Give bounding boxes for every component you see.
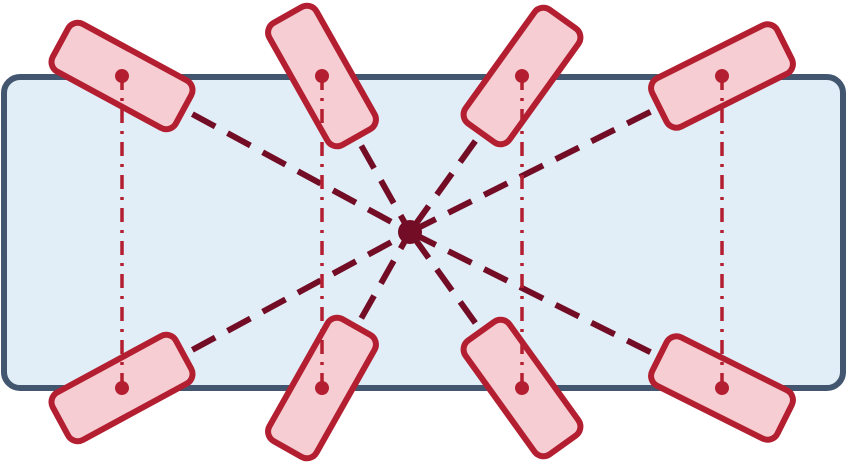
radial-line-5 (407, 74, 525, 234)
wheel-hub-point (115, 381, 129, 395)
wheel-2 (48, 331, 196, 445)
wheel-hub-point (315, 381, 329, 395)
vehicle-body (1, 74, 846, 391)
wheel-hub-point (515, 381, 529, 395)
wheel-8 (648, 333, 796, 443)
axle-lines (120, 76, 724, 388)
radial-line-3 (319, 74, 413, 234)
instantaneous-center-of-rotation (398, 220, 422, 244)
radial-line-6 (407, 230, 525, 390)
wheel-hub-point (715, 381, 729, 395)
radial-line-4 (319, 230, 413, 390)
wheel-4 (265, 314, 379, 462)
wheel-6 (460, 316, 584, 460)
